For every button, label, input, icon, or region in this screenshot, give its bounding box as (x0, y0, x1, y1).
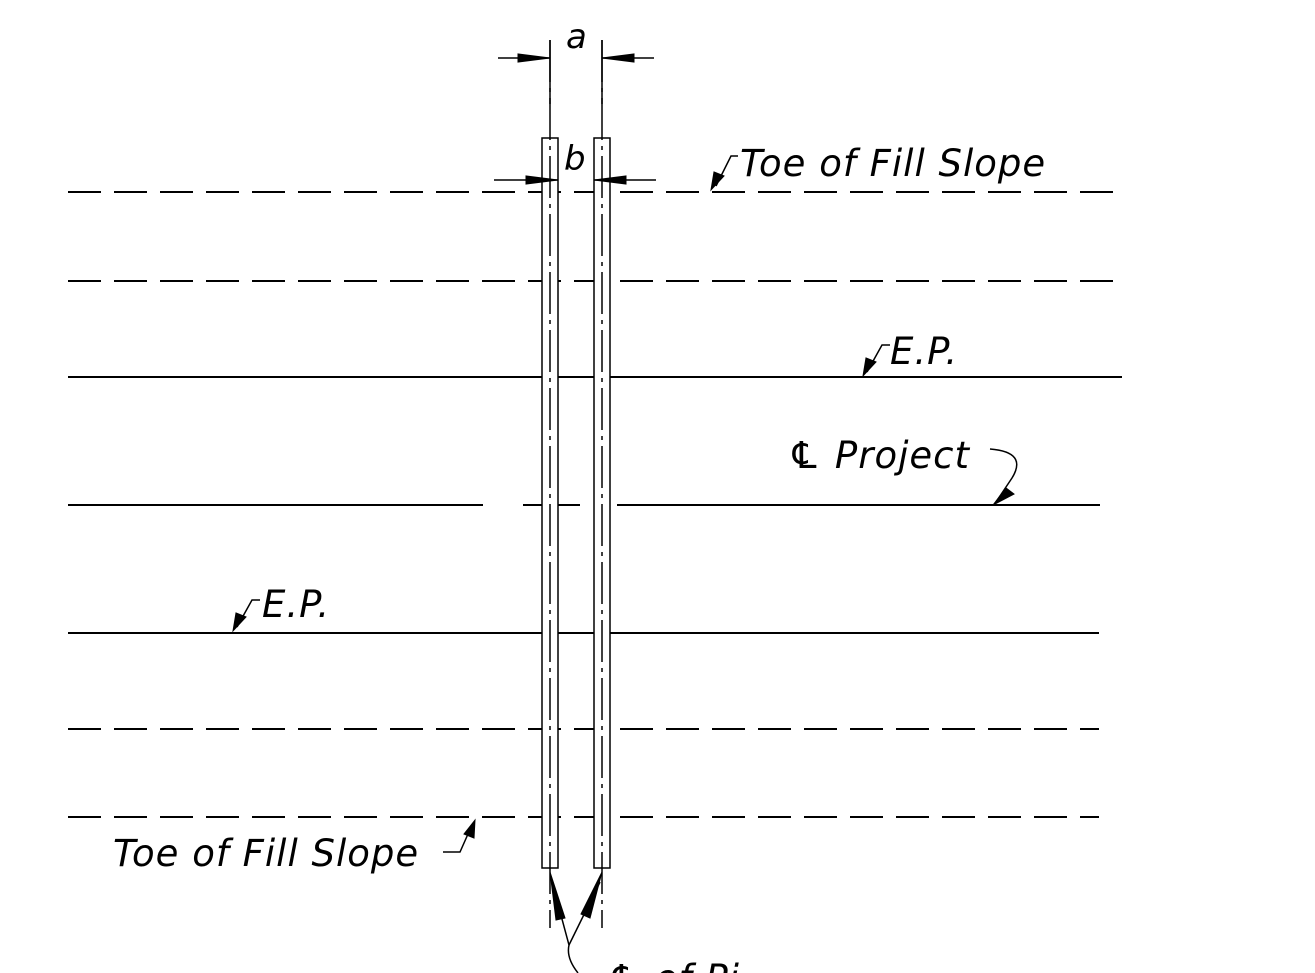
cl-project-leader (989, 448, 1018, 503)
edge-of-pavement-bottom-label: E.P. (262, 583, 330, 626)
dimension-b-arrow-right (593, 175, 627, 185)
cl-pipe-leader-left (551, 881, 579, 973)
project-centerline-label: ℄ Project (788, 434, 970, 477)
toe-bottom-arrowhead (463, 818, 476, 839)
ep-top-arrowhead (862, 357, 877, 378)
edge-of-pavement-top-label: E.P. (890, 330, 958, 373)
toe-of-fill-slope-top-label: Toe of Fill Slope (740, 142, 1046, 185)
dimension-a: a (498, 17, 654, 104)
toe-top-arrowhead (710, 171, 725, 192)
dimension-a-label: a (566, 17, 588, 57)
toe-of-fill-slope-bottom-callout: Toe of Fill Slope (113, 818, 476, 875)
edge-of-pavement-bottom-callout: E.P. (232, 583, 330, 633)
dimension-a-arrow-left (517, 53, 551, 63)
toe-of-fill-slope-top-callout: Toe of Fill Slope (710, 142, 1046, 192)
cl-pipe-arrowhead-right (580, 871, 603, 919)
dimension-b-arrow-left (525, 175, 559, 185)
pipe-centerline-callout: ℄ of Pi (549, 871, 740, 973)
edge-of-pavement-top-callout: E.P. (862, 330, 958, 378)
dimension-a-arrow-right (601, 53, 635, 63)
toe-of-fill-slope-bottom-label: Toe of Fill Slope (113, 832, 419, 875)
project-centerline-callout: ℄ Project (788, 434, 1018, 506)
pipe-centerline-label: ℄ of Pi (608, 957, 740, 973)
ep-bottom-arrowhead (232, 612, 247, 633)
dimension-b-label: b (564, 139, 587, 179)
cl-project-arrowhead (992, 487, 1015, 506)
dimension-b: b (494, 139, 656, 185)
pipe-centerlines (549, 40, 603, 928)
pipes (541, 137, 611, 869)
cl-pipe-arrowhead-left (549, 871, 566, 921)
